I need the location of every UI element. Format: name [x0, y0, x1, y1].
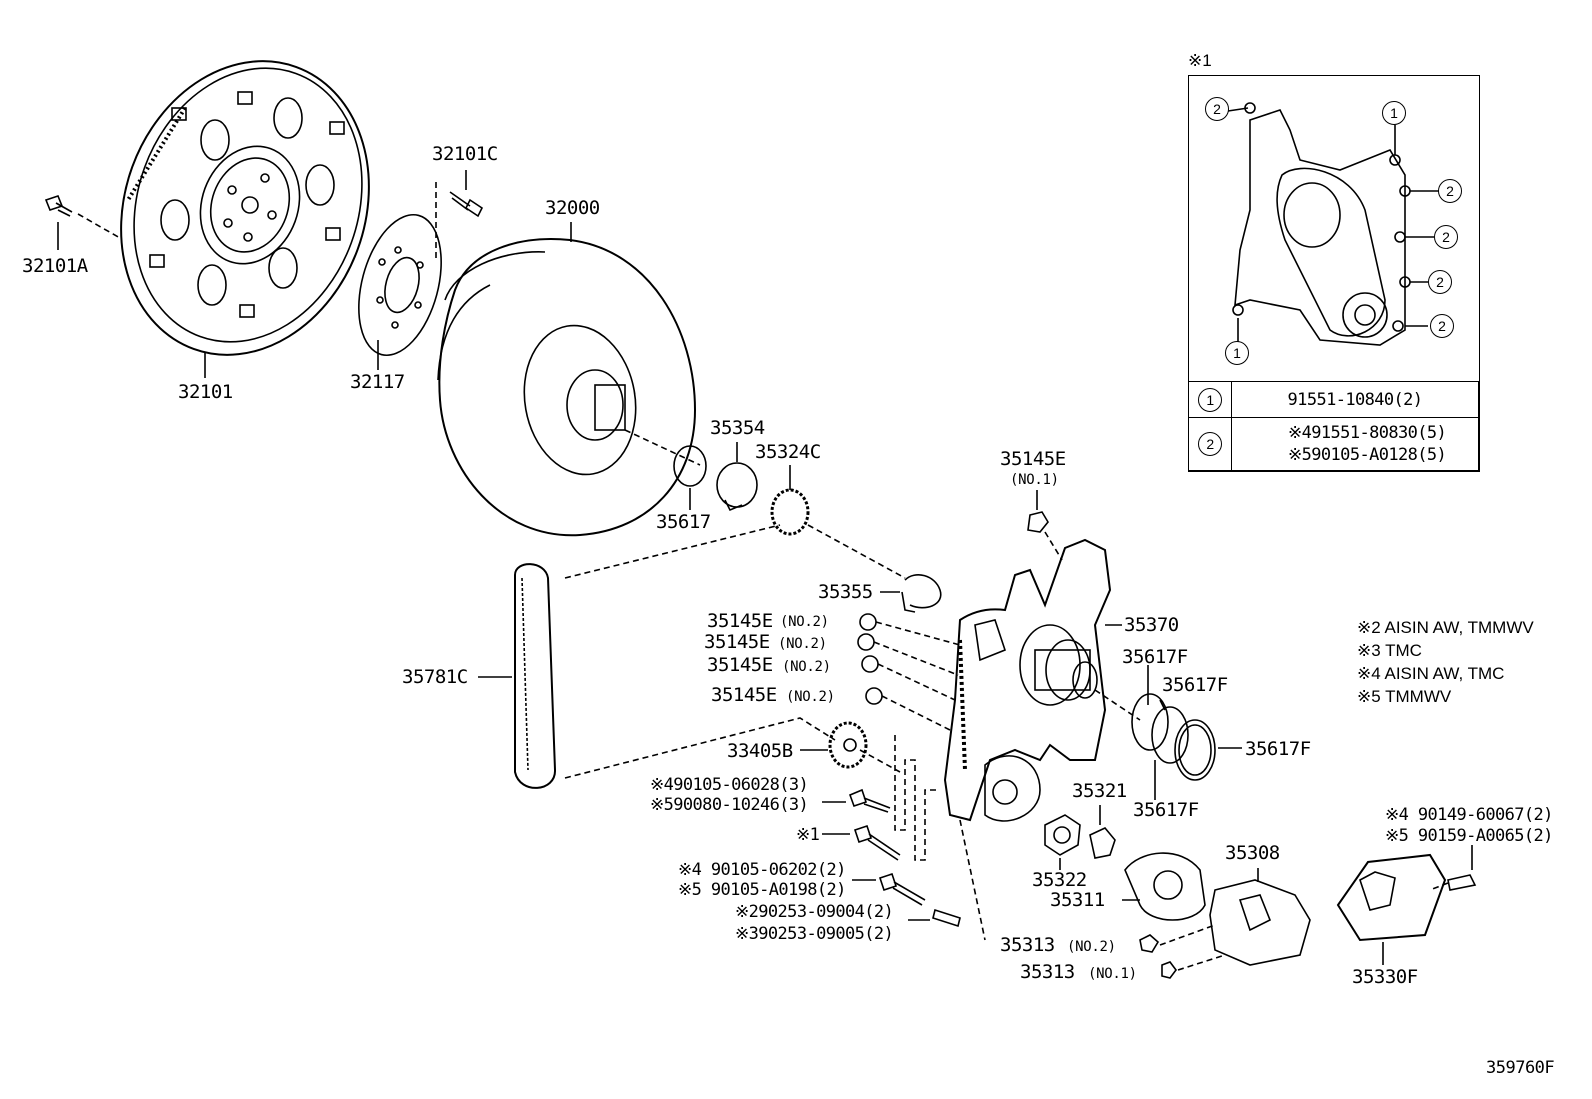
- label-no2-c: (NO.2): [782, 659, 831, 675]
- inset-callout-2: 2: [1430, 314, 1454, 338]
- label-no2-d: (NO.2): [786, 689, 835, 705]
- bolt-32101A: [44, 195, 121, 250]
- table-cell: ※491551-80830(5) ※590105-A0128(5): [1231, 417, 1479, 471]
- inset-callout-2: 2: [1428, 270, 1452, 294]
- inset-callout-2: 2: [1205, 97, 1229, 121]
- label-35781C: 35781C: [402, 666, 468, 688]
- label-35370: 35370: [1124, 614, 1179, 636]
- label-pan-bolt-2: ※5 90159-A0065(2): [1385, 826, 1553, 846]
- label-35617F-a: 35617F: [1122, 646, 1188, 668]
- bolts: [822, 788, 986, 941]
- label-bolt-5: ※5 90105-A0198(2): [678, 880, 846, 900]
- inset-leaders: [1227, 102, 1440, 343]
- label-bolt-1: ※490105-06028(3): [650, 775, 809, 795]
- label-32101: 32101: [178, 381, 233, 403]
- label-32117: 32117: [350, 371, 405, 393]
- sprocket-33405B: [800, 721, 940, 861]
- note-4: ※4 AISIN AW, TMC: [1357, 664, 1505, 683]
- label-35313-no1-sub: (NO.1): [1088, 966, 1137, 982]
- label-35617: 35617: [656, 511, 711, 533]
- label-32000: 32000: [545, 197, 600, 219]
- label-32101C: 32101C: [432, 143, 498, 165]
- o-ring-35617: [673, 445, 707, 487]
- oil-pan-35330F: [1336, 845, 1477, 965]
- inset-title: ※1: [1188, 51, 1212, 70]
- label-35355: 35355: [818, 581, 873, 603]
- label-pin-1: ※290253-09004(2): [735, 902, 894, 922]
- inset-callout-2: 2: [1198, 432, 1222, 456]
- note-5: ※5 TMMWV: [1357, 687, 1452, 706]
- label-no2-a: (NO.2): [780, 614, 829, 630]
- label-35145E-d: 35145E: [711, 684, 777, 706]
- label-32101A: 32101A: [22, 255, 88, 277]
- label-35617F-d: 35617F: [1133, 799, 1199, 821]
- diagram-id: 359760F: [1486, 1058, 1555, 1078]
- chain-35781C: [478, 524, 836, 789]
- label-35145E-b: 35145E: [704, 631, 770, 653]
- label-33405B: 33405B: [727, 740, 793, 762]
- case-35370: [943, 538, 1141, 822]
- label-35322: 35322: [1032, 869, 1087, 891]
- bolt-32101C: [449, 170, 484, 218]
- label-pin-2: ※390253-09005(2): [735, 924, 894, 944]
- label-bolt-3: ※1: [796, 825, 820, 845]
- note-3: ※3 TMC: [1357, 641, 1422, 660]
- nuts-35145E-no2: [857, 613, 961, 731]
- label-35617F-b: 35617F: [1162, 674, 1228, 696]
- inset-callout-2: 2: [1434, 225, 1458, 249]
- inset-callout-1: 1: [1382, 101, 1406, 125]
- label-35313-no1: 35313: [1020, 961, 1075, 983]
- label-35311: 35311: [1050, 889, 1105, 911]
- label-35145E-no1: 35145E: [1000, 448, 1066, 470]
- gear-35324C: [770, 465, 810, 536]
- label-35313-no2-sub: (NO.2): [1067, 939, 1116, 955]
- label-35354: 35354: [710, 417, 765, 439]
- nut-35145E-no1: [1027, 511, 1049, 533]
- inset-part-b: ※590105-A0128(5): [1288, 445, 1447, 465]
- torque-converter-32000: [437, 222, 701, 537]
- oil-pump-parts: [1044, 805, 1311, 979]
- inset-part-a: ※491551-80830(5): [1288, 423, 1447, 443]
- inset-part-table: 1 91551-10840(2) 2 ※491551-80830(5) ※590…: [1188, 381, 1479, 471]
- label-35145E-c: 35145E: [707, 654, 773, 676]
- label-bolt-4: ※4 90105-06202(2): [678, 860, 846, 880]
- inset-drawing: [1234, 109, 1406, 346]
- table-cell: 91551-10840(2): [1231, 381, 1479, 418]
- inset-callout-1: 1: [1225, 341, 1249, 365]
- label-35145E-a: 35145E: [707, 610, 773, 632]
- label-35324C: 35324C: [755, 441, 821, 463]
- inset-frame: [1188, 75, 1480, 472]
- table-cell: 1: [1188, 381, 1232, 418]
- label-35313-no2: 35313: [1000, 934, 1055, 956]
- table-cell: 2: [1188, 417, 1232, 471]
- plate-32117: [358, 182, 442, 370]
- label-35321: 35321: [1072, 780, 1127, 802]
- rings-35617F: [1131, 665, 1242, 800]
- label-35308: 35308: [1225, 842, 1280, 864]
- label-35617F-c: 35617F: [1245, 738, 1311, 760]
- ring-35355: [807, 524, 942, 613]
- inset-callout-1: 1: [1198, 387, 1222, 412]
- label-pan-bolt-1: ※4 90149-60067(2): [1385, 805, 1553, 825]
- label-35145E-no1-sub: (NO.1): [1010, 472, 1059, 488]
- note-2: ※2 AISIN AW, TMMWV: [1357, 618, 1534, 637]
- label-bolt-2: ※590080-10246(3): [650, 795, 809, 815]
- label-no2-b: (NO.2): [778, 636, 827, 652]
- drive-plate-32101: [120, 60, 370, 356]
- label-35330F: 35330F: [1352, 966, 1418, 988]
- ring-35354: [716, 442, 758, 512]
- inset-callout-2: 2: [1438, 179, 1462, 203]
